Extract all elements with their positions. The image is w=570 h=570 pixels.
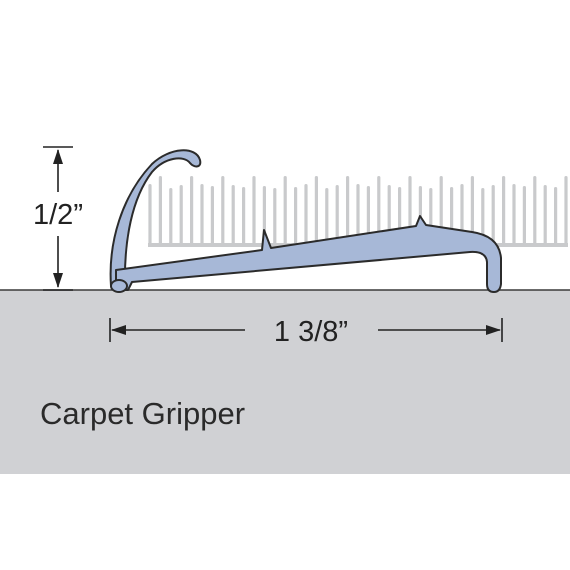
height-dimension-label: 1/2” xyxy=(33,199,83,231)
carpet-fiber xyxy=(325,188,329,245)
carpet-fiber xyxy=(502,176,506,245)
carpet-fiber xyxy=(512,184,516,245)
carpet-fiber xyxy=(273,188,277,245)
carpet-fiber xyxy=(335,185,339,245)
carpet-fiber xyxy=(533,176,537,245)
product-label: Carpet Gripper xyxy=(40,396,246,431)
height-dimension xyxy=(43,146,73,291)
carpet-fiber xyxy=(283,176,287,245)
carpet-fiber xyxy=(366,186,370,245)
width-dim-arrow-right xyxy=(486,325,501,335)
carpet-fiber xyxy=(346,176,350,245)
carpet-fiber xyxy=(231,185,235,245)
carpet-fiber xyxy=(543,185,547,245)
gripper-foot xyxy=(110,279,128,293)
width-dimension-label: 1 3/8” xyxy=(274,316,348,348)
height-dim-arrow-down xyxy=(53,273,63,288)
carpet-fiber xyxy=(179,185,183,245)
carpet-fiber xyxy=(304,184,308,245)
carpet-fiber xyxy=(294,187,298,245)
carpet-fiber xyxy=(148,184,152,245)
carpet-fiber xyxy=(169,188,173,245)
gripper-base-arm xyxy=(115,215,502,293)
height-dim-arrow-up xyxy=(53,149,63,164)
carpet-fiber xyxy=(200,184,204,245)
carpet-fiber xyxy=(522,186,526,245)
width-dimension xyxy=(109,318,503,342)
carpet-fiber xyxy=(242,187,246,245)
gripper-profile xyxy=(109,149,502,293)
carpet-fiber xyxy=(252,176,256,245)
carpet-fiber xyxy=(356,184,360,245)
width-dim-arrow-left xyxy=(111,325,126,335)
carpet-fiber xyxy=(481,188,485,245)
carpet-fiber xyxy=(491,185,495,245)
carpet-fiber xyxy=(221,176,225,245)
carpet-fiber xyxy=(190,176,194,245)
carpet-fiber xyxy=(554,187,558,245)
carpet-fiber xyxy=(314,176,318,245)
floor-substrate xyxy=(0,290,570,474)
carpet-fiber xyxy=(210,186,214,245)
carpet-fiber xyxy=(470,176,474,245)
carpet-fiber xyxy=(564,176,568,245)
carpet-fiber xyxy=(158,176,162,245)
carpet-fiber xyxy=(377,176,381,245)
